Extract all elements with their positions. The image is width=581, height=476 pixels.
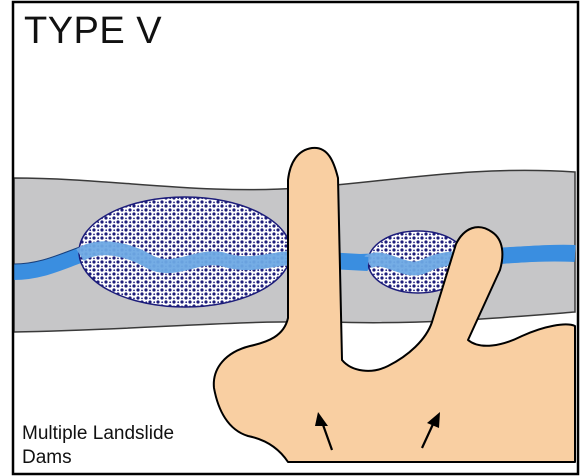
caption-line-2: Dams: [22, 446, 174, 470]
caption-line-1: Multiple Landslide: [22, 422, 174, 446]
diagram-title: TYPE V: [24, 10, 162, 53]
river-segment-downstream: [500, 253, 575, 256]
diagram-caption: Multiple Landslide Dams: [22, 422, 174, 470]
